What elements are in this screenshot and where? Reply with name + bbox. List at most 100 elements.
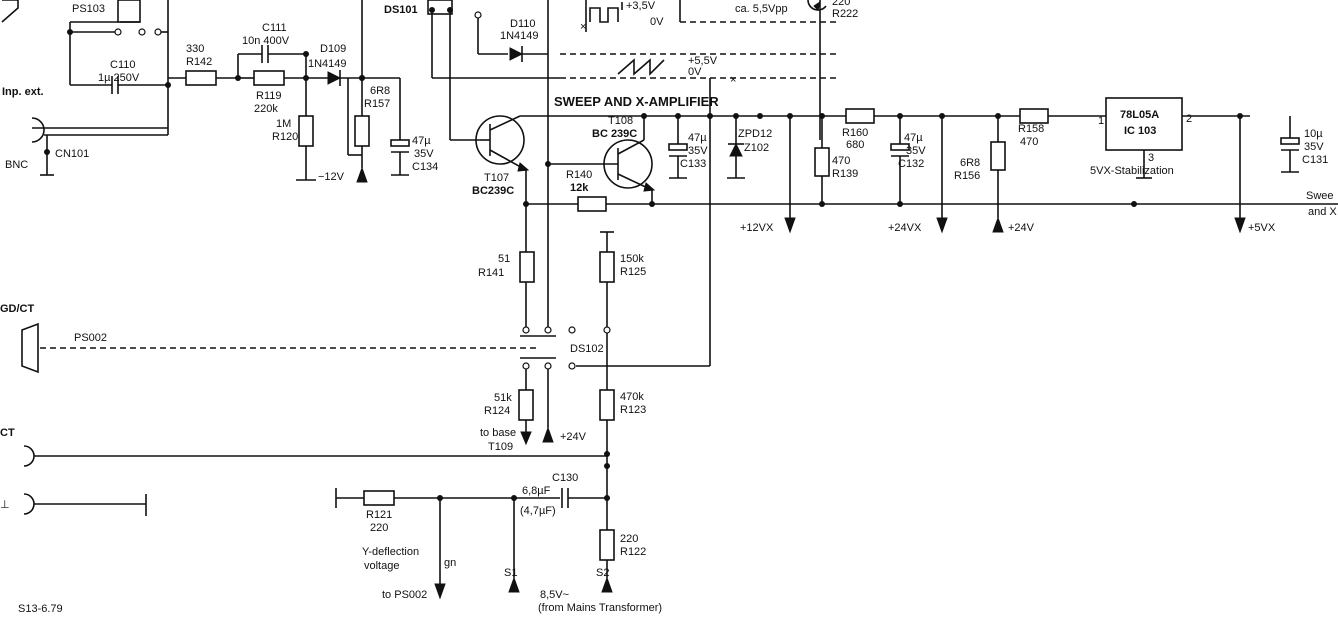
c133-name: C133 — [680, 158, 706, 170]
t108-type: BC 239C — [592, 128, 637, 140]
ic-pin1: 1 — [1098, 115, 1104, 127]
c132-value1: 47µ — [904, 132, 923, 144]
c131-value2: 35V — [1304, 141, 1324, 153]
gd-ct-label: GD/CT — [0, 303, 35, 315]
cn101-label: CN101 — [55, 148, 89, 160]
sawtooth-wave-icon — [617, 58, 665, 76]
d109-value: 1N4149 — [308, 58, 347, 70]
ic-pin3: 3 — [1148, 152, 1154, 164]
r141-value: 51 — [498, 253, 510, 265]
mains-label-2: (from Mains Transformer) — [538, 602, 662, 614]
r158-resistor — [1019, 108, 1049, 124]
t107-transistor — [475, 115, 525, 165]
r142-name: R142 — [186, 56, 212, 68]
to-ps002-label: to PS002 — [382, 589, 427, 601]
r139-resistor — [814, 147, 830, 177]
input-attenuator: 330 R142 C111 10n 400V R119 220k 1M R120… — [168, 0, 438, 183]
d109-diode — [327, 71, 342, 85]
ds102-section: 51 R141 150k R125 GD/CT PS002 DS102 51k … — [0, 116, 646, 530]
r120-name: R120 — [272, 131, 298, 143]
r141-resistor — [519, 251, 535, 283]
bnc-label: BNC — [5, 159, 28, 171]
gn-label: gn — [444, 557, 456, 569]
c134-capacitor — [390, 139, 410, 147]
c132-capacitor — [890, 143, 910, 151]
wave2-high: +5,5V — [688, 55, 718, 67]
c132-value2: 35V — [906, 145, 926, 157]
c133-value1: 47µ — [688, 132, 707, 144]
r122-value: 220 — [620, 533, 638, 545]
t107-name: T107 — [484, 172, 509, 184]
c130-alt-value: (4,7µF) — [520, 505, 556, 517]
ps103-label: PS103 — [72, 3, 105, 15]
c110-value: 1µ 250V — [98, 72, 140, 84]
ds102-label: DS102 — [570, 343, 604, 355]
s2-label: S2 — [596, 567, 609, 579]
c133-capacitor — [668, 143, 688, 151]
ct-label: CT — [0, 427, 15, 439]
r139-value: 470 — [832, 155, 850, 167]
ground-symbol: ⊥ — [0, 499, 10, 511]
y-deflection-section: R121 220 Y-deflection voltage gn to PS00… — [18, 472, 662, 615]
mains-label-1: 8,5V~ — [540, 589, 569, 601]
c132-name: C132 — [898, 158, 924, 170]
r124-resistor — [518, 389, 534, 421]
ic103-name: IC 103 — [1124, 125, 1156, 137]
r139-name: R139 — [832, 168, 858, 180]
z102-zener — [729, 142, 743, 157]
r156-resistor — [990, 141, 1006, 171]
r222-value: 220 — [832, 0, 850, 8]
r123-value: 470k — [620, 391, 644, 403]
r122-name: R122 — [620, 546, 646, 558]
wave1-high: +3,5V — [626, 0, 656, 12]
r158-value: 470 — [1020, 136, 1038, 148]
r124-name: R124 — [484, 405, 510, 417]
r142-resistor — [185, 70, 217, 86]
r119-value: 220k — [254, 103, 278, 115]
c134-value1: 47µ — [412, 135, 431, 147]
y-deflection-label-1: Y-deflection — [362, 546, 419, 558]
r156-value: 6R8 — [960, 157, 980, 169]
ps103-section: PS103 C110 1µ 250V Inp. ext. BNC CN101 — [1, 0, 171, 176]
x-mark-1: × — [580, 21, 586, 33]
r157-resistor — [354, 115, 370, 147]
r124-value: 51k — [494, 392, 512, 404]
r156-name: R156 — [954, 170, 980, 182]
minus12v-label: −12V — [318, 171, 345, 183]
r123-resistor — [599, 389, 615, 421]
rail-24vx-label: +24VX — [888, 222, 922, 234]
z102-name: Z102 — [744, 142, 769, 154]
sweep-amplifier: SWEEP AND X-AMPLIFIER T107 BC239C — [472, 78, 1338, 367]
d110-name: D110 — [510, 18, 535, 30]
r125-resistor — [599, 251, 615, 283]
c131-capacitor — [1280, 137, 1300, 145]
r157-value: 6R8 — [370, 85, 390, 97]
gd-ct-plug-icon — [21, 322, 39, 374]
ic-pin2: 2 — [1186, 113, 1192, 125]
x-mark-2: × — [730, 74, 736, 86]
r119-name: R119 — [256, 90, 281, 102]
r160-resistor — [845, 108, 875, 124]
c131-name: C131 — [1302, 154, 1328, 166]
c134-value2: 35V — [414, 148, 434, 160]
r142-value: 330 — [186, 43, 204, 55]
rail-24v-label: +24V — [1008, 222, 1035, 234]
r121-resistor — [363, 490, 395, 506]
square-wave-icon — [589, 7, 619, 23]
rail-5vx-label: +5VX — [1248, 222, 1276, 234]
t107-type: BC239C — [472, 185, 514, 197]
ct-section: CT ⊥ — [0, 427, 607, 516]
wave2-low: 0V — [688, 66, 702, 78]
r222-name: R222 — [832, 8, 858, 20]
r141-name: R141 — [478, 267, 504, 279]
r120-resistor — [298, 115, 314, 147]
sweep-title: SWEEP AND X-AMPLIFIER — [554, 94, 719, 109]
c134-name: C134 — [412, 161, 438, 173]
y-deflection-label-2: voltage — [364, 560, 399, 572]
r125-value: 150k — [620, 253, 644, 265]
r120-value: 1M — [276, 118, 291, 130]
c110-name: C110 — [110, 59, 135, 71]
r122-resistor — [599, 529, 615, 561]
sweep-edge-label-1: Swee — [1306, 190, 1334, 202]
